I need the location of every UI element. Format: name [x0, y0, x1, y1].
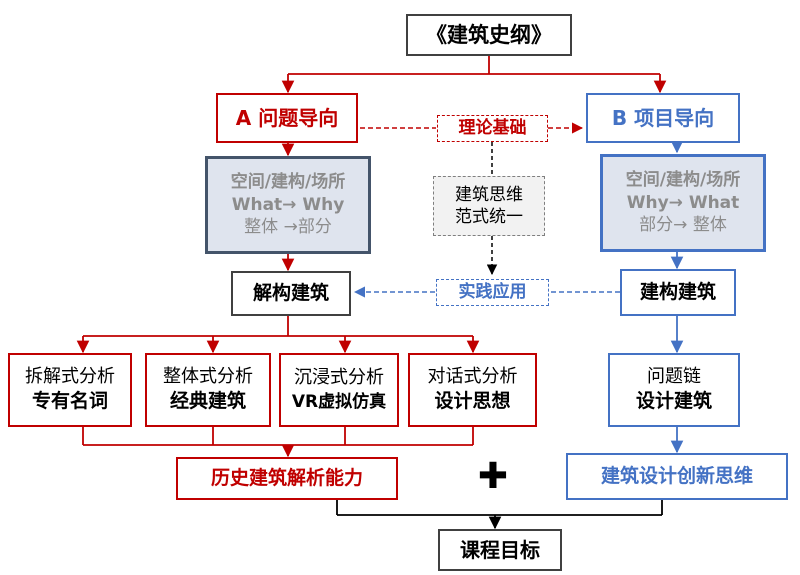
panel-a-line-1: 空间/建构/场所	[230, 171, 346, 192]
outcome-a-label: 历史建筑解析能力	[210, 466, 363, 489]
construct-label: 建构建筑	[639, 280, 716, 303]
method-box-4: 对话式分析 设计思想	[408, 353, 537, 427]
plus-icon: ✚	[477, 456, 509, 497]
practice-label: 实践应用	[458, 281, 527, 302]
method-1-top: 拆解式分析	[25, 366, 115, 388]
method-4-top: 对话式分析	[427, 366, 518, 388]
deconstruct-label: 解构建筑	[252, 281, 329, 304]
panel-b-line-3: 部分→ 整体	[639, 215, 727, 236]
branch-b-label: B 项目导向	[611, 105, 715, 130]
panel-a-line-3: 整体 →部分	[244, 217, 332, 238]
paradigm-line-2: 范式统一	[455, 207, 523, 227]
theory-box: 理论基础	[437, 115, 548, 142]
method-box-1: 拆解式分析 专有名词	[8, 353, 132, 427]
left-chain-connector	[76, 143, 480, 458]
method-3-bottom: VR虚拟仿真	[291, 391, 387, 412]
paradigm-line-1: 建筑思维	[455, 184, 523, 205]
method-box-2: 整体式分析 经典建筑	[145, 353, 271, 427]
branch-a-label: A 问题导向	[235, 105, 339, 130]
page-title: 《建筑史纲》	[426, 22, 552, 47]
paradigm-box: 建筑思维 范式统一	[433, 176, 545, 236]
goal-label: 课程目标	[460, 537, 540, 562]
construct-box: 建构建筑	[620, 269, 736, 316]
theory-label: 理论基础	[458, 117, 527, 138]
panel-b-line-1: 空间/建构/场所	[625, 169, 741, 190]
method-box-3: 沉浸式分析 VR虚拟仿真	[279, 353, 399, 427]
outcome-b-label: 建筑设计创新思维	[600, 464, 753, 487]
deconstruct-box: 解构建筑	[231, 271, 351, 316]
branch-a-box: A 问题导向	[216, 93, 358, 143]
outcome-b-box: 建筑设计创新思维	[566, 453, 788, 500]
title-split-connector	[281, 56, 667, 94]
problem-chain-box: 问题链 设计建筑	[608, 353, 740, 427]
method-2-top: 整体式分析	[163, 366, 253, 388]
problem-chain-bottom: 设计建筑	[635, 390, 712, 413]
method-2-bottom: 经典建筑	[169, 390, 246, 413]
goal-box: 课程目标	[438, 529, 562, 571]
panel-b: 空间/建构/场所 Why→ What 部分→ 整体	[600, 154, 766, 252]
practice-box: 实践应用	[436, 279, 549, 306]
outcome-a-box: 历史建筑解析能力	[176, 457, 398, 500]
method-3-top: 沉浸式分析	[294, 367, 384, 389]
method-4-bottom: 设计思想	[434, 390, 511, 413]
problem-chain-top: 问题链	[647, 366, 701, 388]
panel-a-line-2: What→ Why	[231, 194, 345, 215]
title-box: 《建筑史纲》	[406, 14, 572, 56]
branch-b-box: B 项目导向	[586, 93, 740, 143]
goal-connector	[336, 500, 663, 530]
method-1-bottom: 专有名词	[31, 390, 108, 413]
panel-a: 空间/建构/场所 What→ Why 整体 →部分	[205, 156, 371, 254]
panel-b-line-2: Why→ What	[626, 192, 740, 213]
